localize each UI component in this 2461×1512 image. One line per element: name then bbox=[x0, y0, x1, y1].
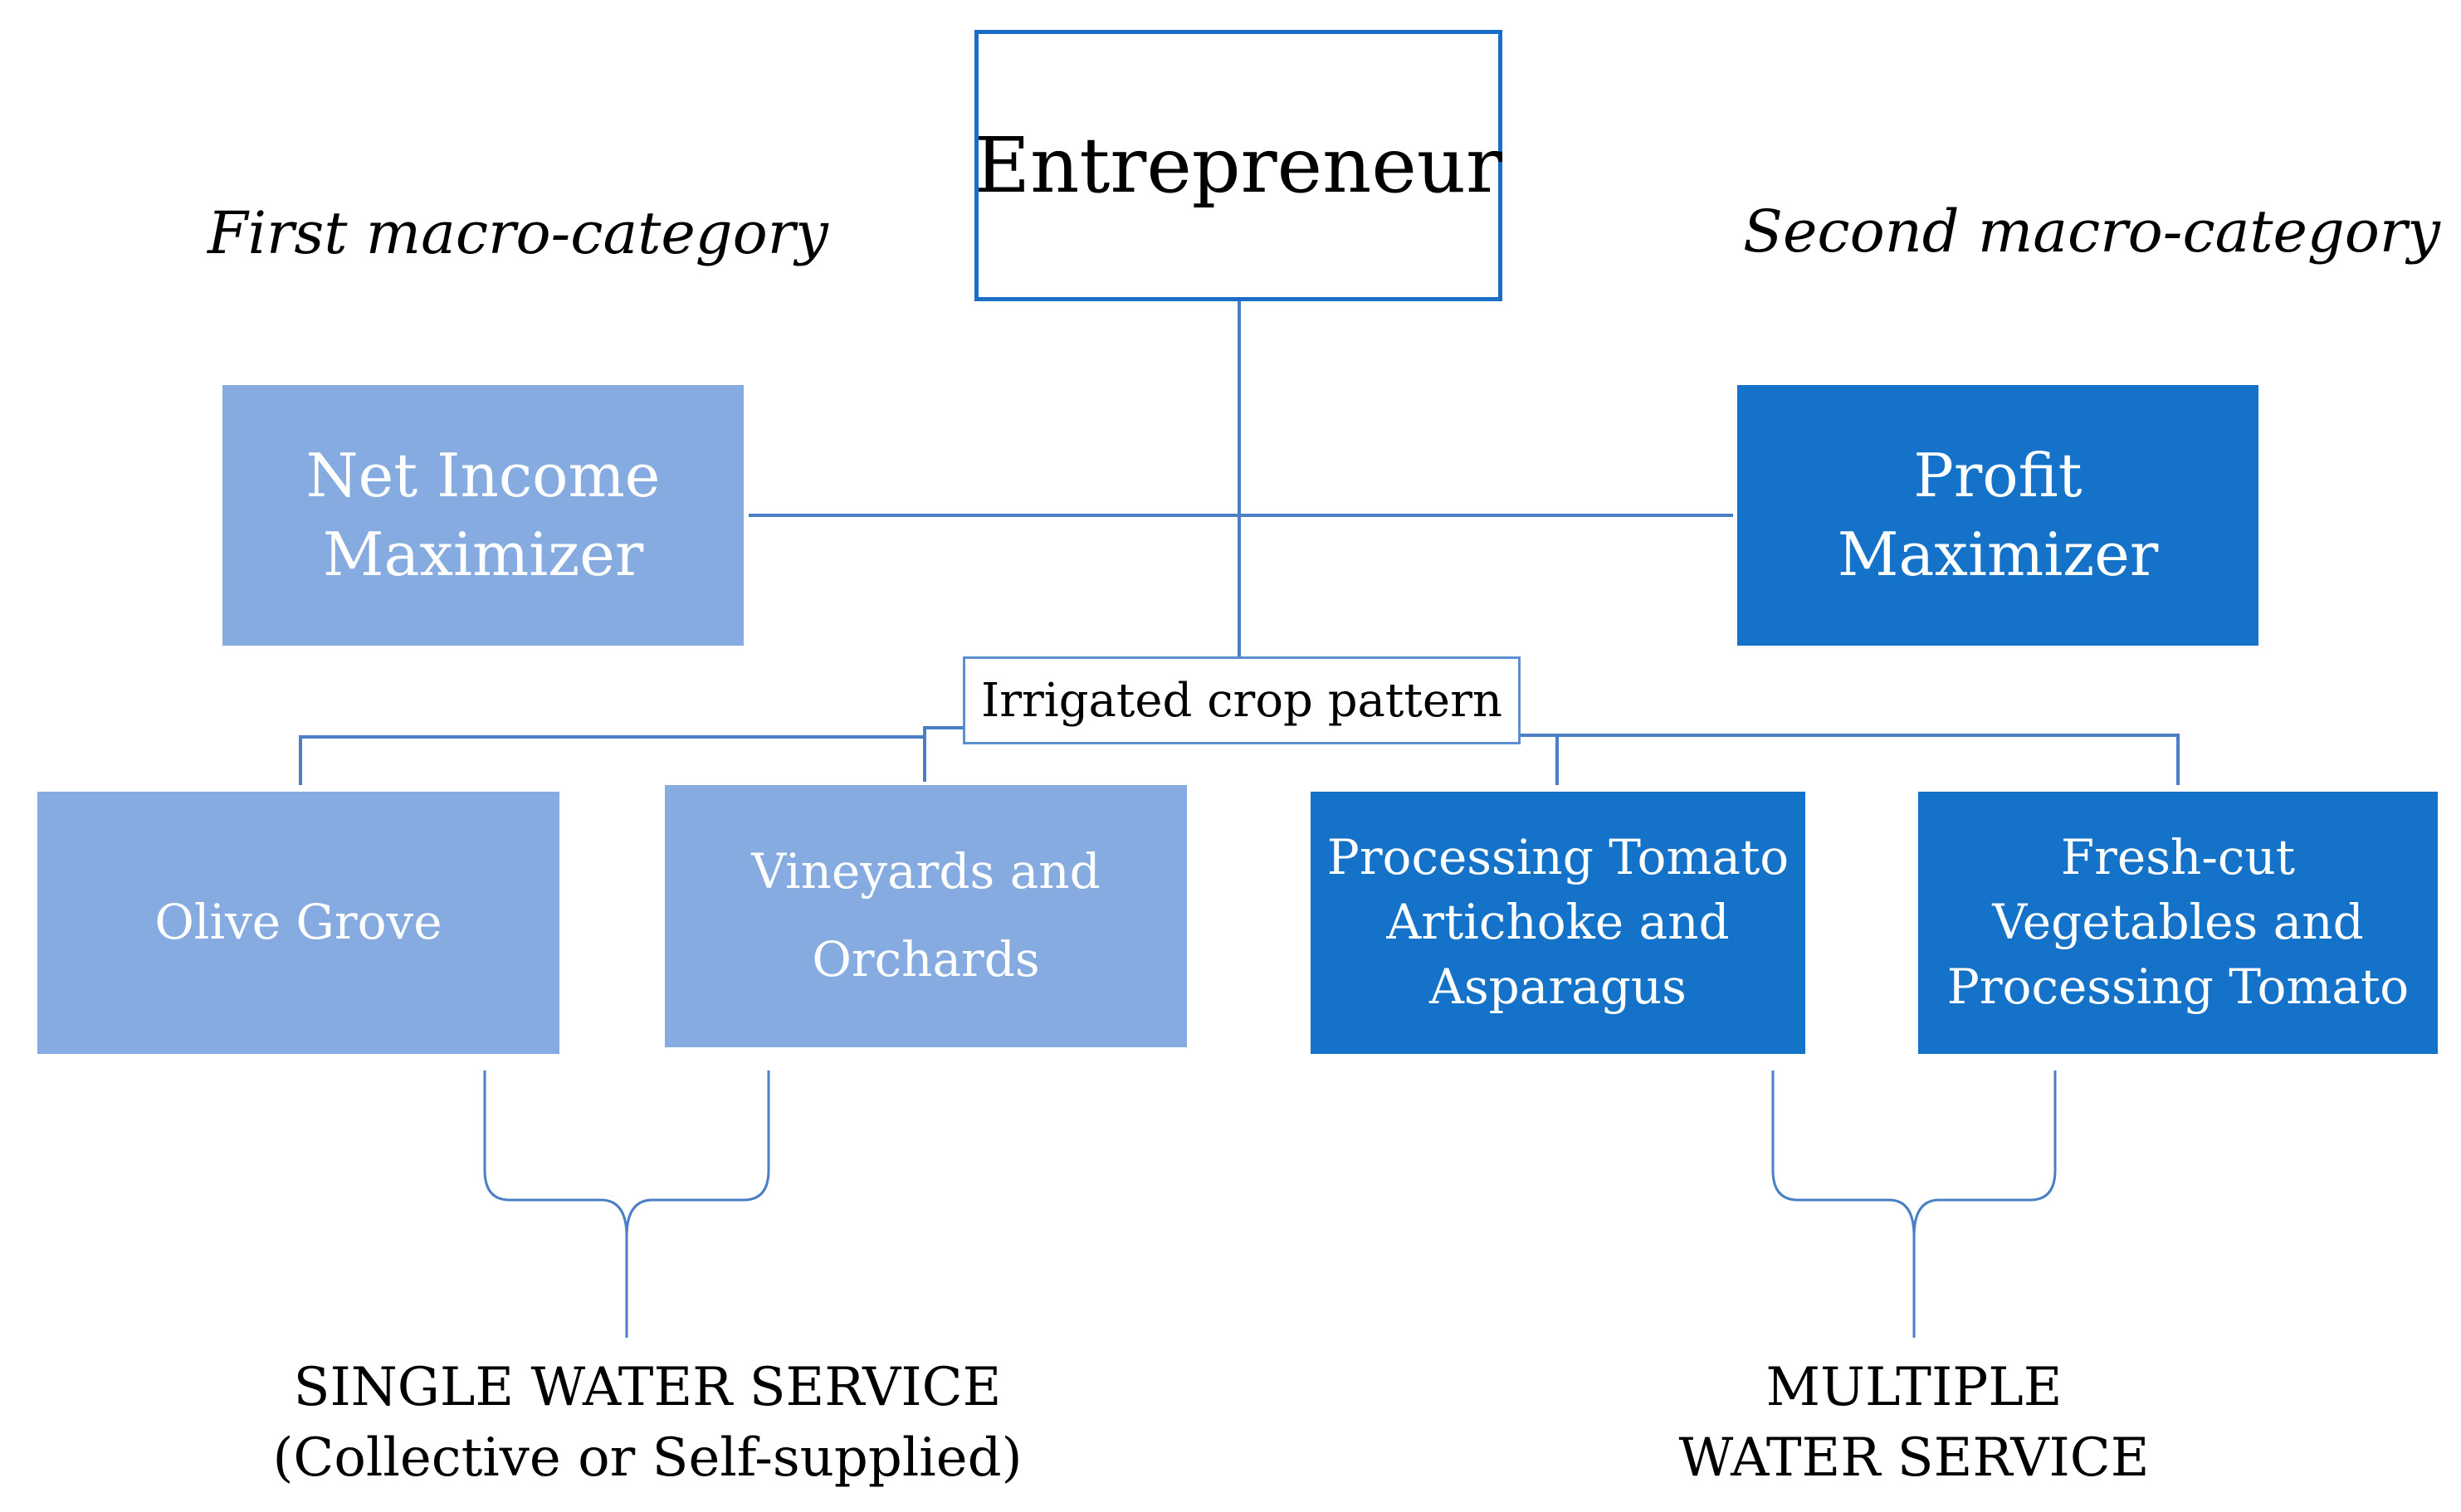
profit-maximizer-box: Profit Maximizer bbox=[1737, 385, 2258, 646]
olive-grove-label: Olive Grove bbox=[154, 894, 442, 951]
processing-line-2: Artichoke and bbox=[1386, 894, 1730, 951]
net-income-maximizer-box: Net Income Maximizer bbox=[222, 385, 744, 646]
processing-tomato-box: Processing Tomato Artichoke and Asparagu… bbox=[1311, 792, 1805, 1054]
net-income-line-1: Net Income bbox=[305, 440, 661, 510]
multiple-service-line-1: MULTIPLE bbox=[1765, 1357, 2063, 1418]
single-water-service-label: SINGLE WATER SERVICE (Collective or Self… bbox=[249, 1353, 1046, 1494]
fresh-cut-line-1: Fresh-cut bbox=[2060, 829, 2296, 886]
fresh-cut-line-3: Processing Tomato bbox=[1946, 958, 2410, 1015]
first-macro-category-label: First macro-category bbox=[208, 199, 828, 267]
processing-line-3: Asparagus bbox=[1429, 958, 1687, 1015]
left-branch-connector bbox=[299, 726, 963, 785]
vineyards-line-1: Vineyards and bbox=[751, 843, 1101, 900]
entrepreneur-label: Entrepreneur bbox=[974, 121, 1503, 210]
fresh-cut-vegetables-box: Fresh-cut Vegetables and Processing Toma… bbox=[1918, 792, 2438, 1054]
entrepreneur-box: Entrepreneur bbox=[974, 30, 1502, 301]
fresh-cut-line-2: Vegetables and bbox=[1992, 894, 2364, 951]
multiple-water-service-label: MULTIPLE WATER SERVICE bbox=[1590, 1353, 2238, 1494]
multiple-service-brace bbox=[1771, 1071, 2057, 1338]
single-service-brace bbox=[483, 1071, 770, 1338]
right-branch-connector bbox=[1521, 734, 2180, 785]
irrigated-crop-pattern-label: Irrigated crop pattern bbox=[981, 673, 1502, 728]
single-service-line-2: (Collective or Self-supplied) bbox=[272, 1427, 1023, 1490]
processing-line-1: Processing Tomato bbox=[1326, 829, 1790, 886]
second-macro-category-label: Second macro-category bbox=[1743, 198, 2440, 266]
single-service-line-1: SINGLE WATER SERVICE bbox=[293, 1357, 1002, 1418]
net-income-line-2: Maximizer bbox=[322, 519, 644, 589]
irrigated-crop-pattern-box: Irrigated crop pattern bbox=[963, 656, 1521, 744]
vineyards-orchards-box: Vineyards and Orchards bbox=[665, 785, 1187, 1047]
olive-grove-box: Olive Grove bbox=[37, 792, 559, 1054]
profit-maximizer-label: Profit Maximizer bbox=[1837, 440, 2159, 589]
vineyards-line-2: Orchards bbox=[812, 931, 1040, 988]
multiple-service-line-2: WATER SERVICE bbox=[1678, 1427, 2150, 1490]
